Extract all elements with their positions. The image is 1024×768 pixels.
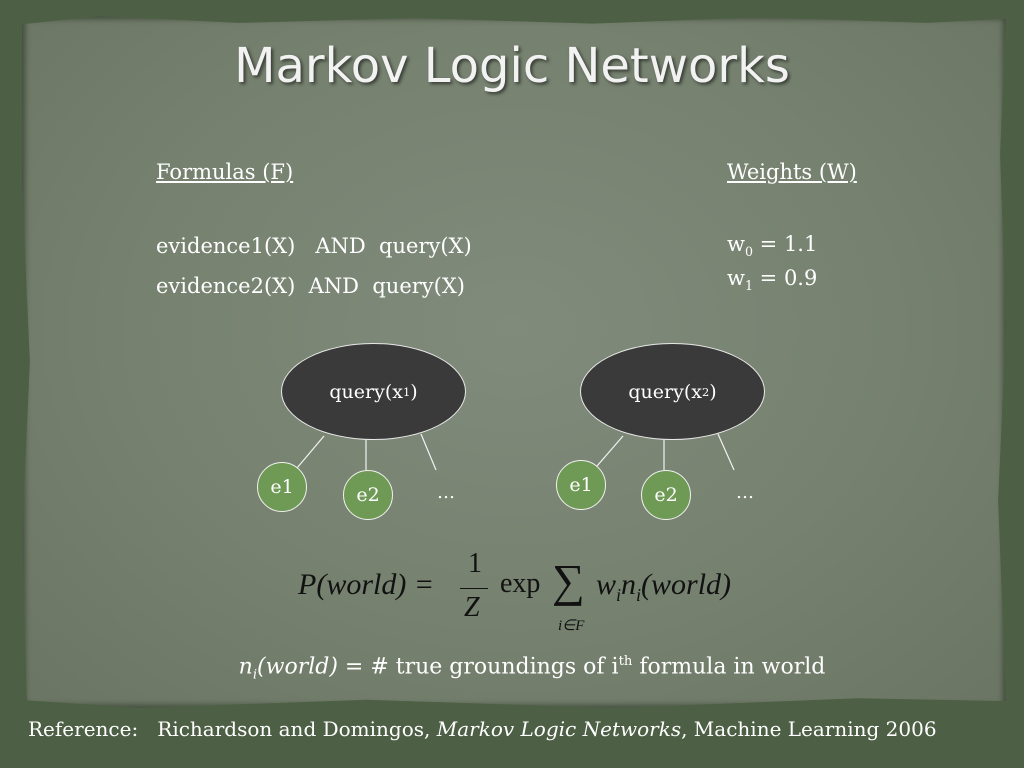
edge-left-e1 xyxy=(296,435,325,469)
slide-title: Markov Logic Networks xyxy=(234,38,790,94)
node-right-e2: e2 xyxy=(641,470,691,520)
sum-index: i∈F xyxy=(558,618,585,634)
reference-line: Reference: Richardson and Domingos, Mark… xyxy=(28,717,937,741)
fraction-bar xyxy=(460,588,488,589)
grounding-definition: ni(world) = # true groundings of ith for… xyxy=(238,654,826,683)
formula-line-2: evidence2(X) AND query(X) xyxy=(156,274,466,298)
weight-w0: w0 = 1.1 xyxy=(727,232,818,260)
probability-equation: P(world) = 1 Z exp ∑ i∈F wini(world) xyxy=(290,548,770,638)
node-left-e2: e2 xyxy=(343,470,393,520)
sum-symbol: ∑ xyxy=(552,555,585,606)
edge-left-more xyxy=(420,433,437,471)
weights-header: Weights (W) xyxy=(727,160,857,184)
equation-lhs: P(world) = xyxy=(298,568,435,601)
equation-denominator: Z xyxy=(464,592,480,623)
equation-exp: exp xyxy=(500,568,541,599)
slide-background xyxy=(22,16,1006,708)
node-left-e1: e1 xyxy=(257,462,307,512)
formulas-header: Formulas (F) xyxy=(156,160,294,184)
formula-line-1: evidence1(X) AND query(X) xyxy=(156,234,472,258)
edge-right-more xyxy=(717,433,735,471)
weight-w1: w1 = 0.9 xyxy=(727,266,818,294)
left-ellipsis: … xyxy=(437,482,455,503)
right-ellipsis: … xyxy=(736,482,754,503)
node-right-e1: e1 xyxy=(556,460,606,510)
equation-rhs: wini(world) xyxy=(596,568,732,605)
edge-right-e1 xyxy=(596,435,624,467)
equation-numerator: 1 xyxy=(468,548,482,579)
